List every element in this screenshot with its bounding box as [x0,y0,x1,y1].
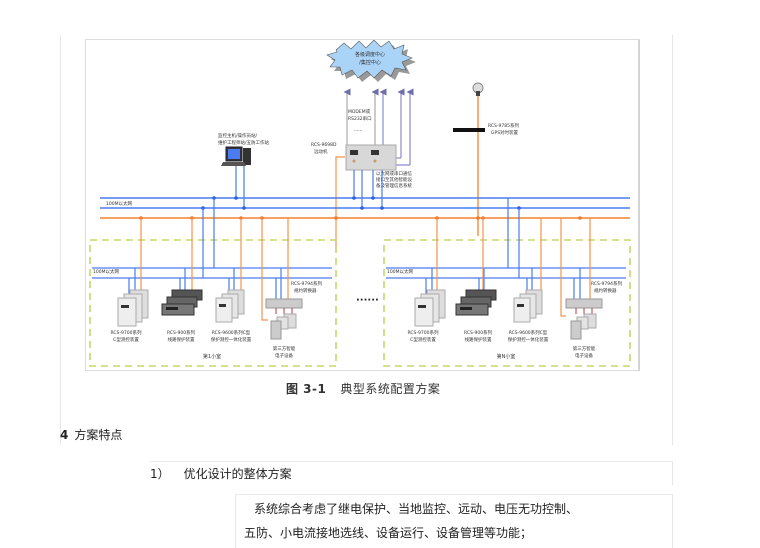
bay-n-device-4-label-line2: 规约转换器 [594,287,617,294]
bay-n-third-party-device [570,313,597,340]
paragraph-border-right [672,494,673,548]
figure-caption: 图 3-1 典型系统配置方案 [286,380,440,397]
gps-label-line1: RCS-9785系列 [488,122,519,129]
workstation-label-line2: 维护工程师站/五防工作站 [218,139,270,146]
subsection-title: 优化设计的整体方案 [183,467,292,481]
page-margin-left [60,35,61,445]
workstation-computer-icon [221,146,251,166]
bay-1-device-2-label-line1: RCS-900系列 [167,329,196,336]
page-margin-right [672,35,673,445]
paragraph-line-2: 五防、小电流接地选线、设备运行、设备管理等功能； [244,526,533,540]
backbone-drops [235,166,383,208]
bay-1-device-1-label-line2: C型测控装置 [113,336,139,343]
subsection-number: 1） [150,467,170,481]
other-systems-label-line2: 接口至其他智能设 [376,176,412,183]
gps-clock-device [453,128,485,132]
satellite-icon [472,82,484,96]
gateway-label-line1: RCS-9698D [311,142,337,148]
bay-1-device-4-label-line2: 规约转换器 [294,287,317,294]
bay-1-device-2-label-line2: 线路保护装置 [168,336,195,343]
bay-n-protection-control-device [513,289,543,323]
bay-1-protocol-converter [265,298,303,314]
bay-n-line-protection-device [455,289,497,316]
backbone-label: 100M以太网 [106,200,132,207]
paragraph-border-left [235,494,236,548]
bay-1-device-1-label-line1: RCS-9700系列 [111,329,142,336]
bay-n-device-2-label-line2: 线路保护装置 [465,336,492,343]
figure-number: 图 3-1 [286,382,327,396]
cloud-label-line2: /集控中心 [359,59,381,66]
bay-n-title: 第N小室 [497,353,516,360]
other-systems-label-line3: 备及管理信息系统 [376,182,412,189]
bay-n-measure-control-device [414,289,446,327]
bay-1: 100M以太网 [89,198,337,367]
section-title: 方案特点 [74,428,123,442]
bay-1-device-3-label-line2: 保护测控一体化装置 [211,336,252,343]
bay-n-device-2-label-line1: RCS-900系列 [464,329,493,336]
bay-n-device-5-label-line2: 电子设备 [575,352,593,359]
bay-n-device-3-label-line1: RCS-9600系列C型 [509,329,548,336]
modem-dots: ······ [354,129,363,134]
modem-label-line2: RS232串口 [348,116,372,122]
other-systems-label-line1: 以太网或串口通信 [376,170,412,177]
bay-1-network-label: 100M以太网 [93,268,119,275]
bay-1-device-5-label-line2: 电子设备 [275,352,293,359]
backbone-network [100,197,630,219]
paragraph-line-1: 系统综合考虑了继电保护、当地监控、远动、电压无功控制、 [254,502,579,516]
section-number: 4 [60,428,69,442]
section-heading: 4 方案特点 [60,426,122,443]
subheading-border-top [150,461,672,462]
figure-title: 典型系统配置方案 [340,382,441,396]
bays-ellipsis: ······ [356,295,379,306]
bay-1-measure-control-device [117,289,149,327]
gateway-device [345,144,397,171]
gateway-label-line2: 远动机 [314,148,328,155]
bay-n-device-5-label-line1: 第三方智能 [573,345,596,352]
gps-label-line2: GPS对时装置 [491,129,519,136]
bay-n-protocol-converter [565,298,603,314]
bay-1-title: 第1小室 [203,353,221,360]
subheading-border-right [672,461,673,485]
cloud-label-line1: 各级调度中心 [355,51,385,58]
uplink-arrows [343,88,414,166]
paragraph-border-top [235,494,673,495]
bay-1-protection-control-device [215,289,245,323]
bay-n-device-3-label-line2: 保护测控一体化装置 [508,336,549,343]
modem-label-line1: MODEM或 [348,108,371,115]
subsection-heading: 1） 优化设计的整体方案 [150,465,292,482]
bay-1-device-5-label-line1: 第三方智能 [273,345,296,352]
bay-n-device-1-label-line2: C型测控装置 [410,336,436,343]
system-config-diagram: 各级调度中心 /集控中心 MODEM或 RS232串口 ······ RCS-9… [85,39,640,371]
bay-1-line-protection-device [161,289,203,316]
bay-1-device-4-label-line1: RCS-9794系列 [291,280,322,287]
bay-n-device-4-label-line1: RCS-9794系列 [591,280,622,287]
workstation-label-line1: 监控主机/操作员站/ [218,132,258,139]
paragraph: 系统综合考虑了继电保护、当地监控、远动、电压无功控制、 五防、小电流接地选线、设… [244,497,578,545]
bay-n: 100M以太网 [383,198,631,367]
bay-1-device-3-label-line1: RCS-9600系列C型 [212,329,251,336]
dispatch-center-cloud: 各级调度中心 /集控中心 [326,40,416,82]
bay-n-network-label: 100M以太网 [387,268,413,275]
bay-n-device-1-label-line1: RCS-9700系列 [408,329,439,336]
bay-1-third-party-device [270,313,297,340]
